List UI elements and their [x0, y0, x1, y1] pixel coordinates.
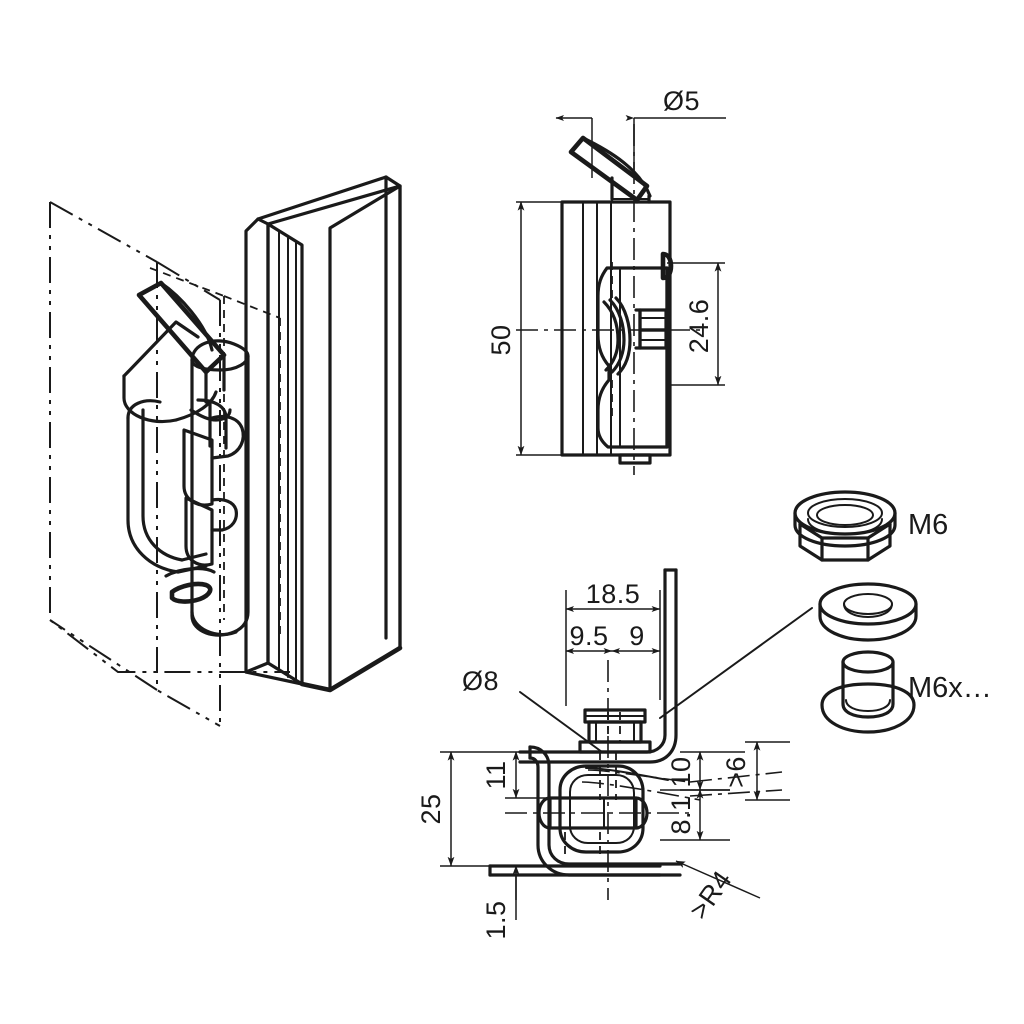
- dim-label-gt6: >6: [721, 756, 751, 788]
- detail-knuckle-wrap: [558, 764, 645, 854]
- dim-h50: 50: [486, 201, 566, 456]
- flat-washer-icon: [818, 582, 918, 642]
- hardware-view: M6 M6x…: [659, 490, 992, 734]
- phantom-panel-outline: [49, 201, 290, 727]
- dim-label-h25: 25: [416, 793, 446, 824]
- dim-label-h50: 50: [486, 324, 516, 355]
- dim-label-h1-5: 1.5: [481, 900, 511, 939]
- dim-label-w18-5: 18.5: [586, 579, 641, 609]
- dim-w9: 9: [611, 621, 661, 654]
- hex-lock-nut-icon: [793, 490, 897, 562]
- front-centerlines: [516, 124, 700, 475]
- profile-pocket-hidden: [149, 267, 281, 640]
- dim-label-h10: 10: [666, 756, 696, 787]
- detail-bolt-head: [578, 708, 652, 754]
- dim-rad4: >R4: [675, 860, 761, 925]
- hinge-cam-detail: [182, 414, 245, 567]
- dim-h25: 25: [416, 751, 580, 867]
- dim-dia5: Ø5: [555, 86, 726, 178]
- front-view: Ø5 50 24.6: [486, 86, 726, 475]
- dim-h8-1: 8.1: [660, 789, 730, 841]
- front-hinge-pin: [568, 135, 652, 204]
- front-bottom-tab: [618, 453, 652, 465]
- dim-label-dia8: Ø8: [462, 666, 499, 696]
- hinge-pin: [136, 280, 227, 404]
- detail-pin-barrel: [505, 796, 690, 830]
- dim-label-dia5: Ø5: [663, 86, 700, 116]
- detail-bolt-shank-hidden: [564, 752, 617, 858]
- shoulder-bolt-icon: [820, 650, 916, 734]
- dim-label-h11: 11: [481, 760, 511, 789]
- dim-label-h8-1: 8.1: [666, 795, 696, 834]
- isometric-view: [49, 175, 403, 727]
- hardware-label-bolt: M6x…: [908, 672, 992, 704]
- dim-gt6: >6: [689, 741, 790, 801]
- dim-label-w9: 9: [629, 621, 645, 651]
- dim-h11: 11: [481, 751, 560, 799]
- frame-profile: [244, 175, 403, 693]
- dim-label-rad4: >R4: [683, 865, 737, 925]
- spring-clip: [122, 320, 232, 424]
- dim-label-w9-5: 9.5: [569, 621, 608, 651]
- dim-w18-5: 18.5: [565, 579, 661, 706]
- dim-dia8: Ø8: [462, 666, 603, 753]
- section-detail-view: 18.5 9.5 9 Ø8 25: [416, 568, 790, 940]
- dim-label-h24-6: 24.6: [684, 299, 714, 354]
- barrel-bottom: [190, 610, 238, 637]
- hardware-label-nut: M6: [908, 509, 948, 541]
- dim-w9-5: 9.5: [565, 621, 613, 654]
- washer-leader-line: [659, 607, 813, 719]
- profile-ribs: [278, 231, 297, 682]
- lower-oval-slot: [164, 566, 216, 604]
- dim-h1-5: 1.5: [481, 865, 520, 940]
- front-side-lug: [660, 251, 674, 281]
- detail-cam-hidden: [581, 767, 701, 801]
- dim-h24-6: 24.6: [667, 262, 725, 386]
- front-knuckle-block: [596, 266, 669, 449]
